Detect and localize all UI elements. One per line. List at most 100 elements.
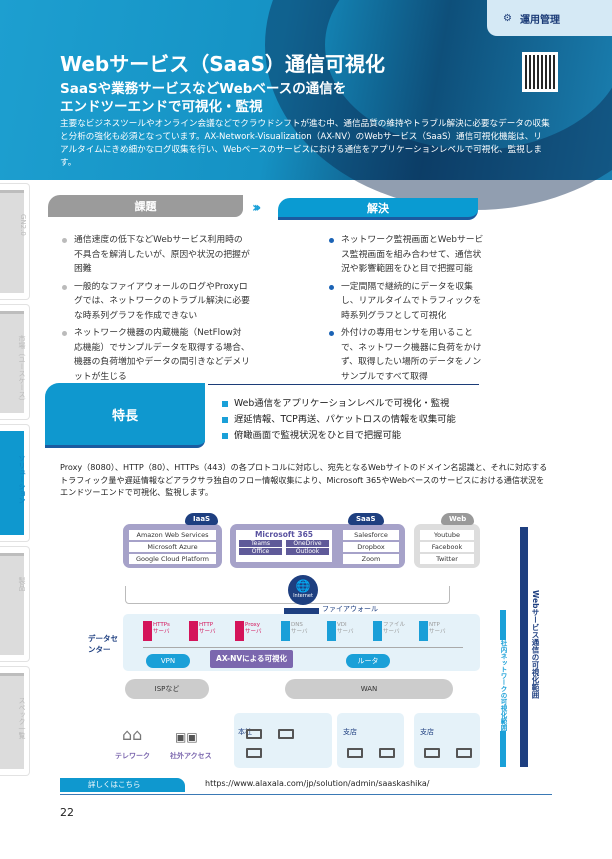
server-icon xyxy=(419,621,428,641)
side-tab-label: GN2.0 xyxy=(19,214,27,236)
side-tab-specs[interactable]: スペック一覧 xyxy=(0,666,30,776)
server-sub: サーバ xyxy=(153,629,170,635)
subtitle: SaaSや業務サービスなどWebベースの通信をエンドツーエンドで可視化・監視 xyxy=(60,80,346,116)
ms-app: Teams xyxy=(239,540,282,547)
home-icon: ⌂⌂ xyxy=(122,725,143,744)
server-sub: サーバ xyxy=(337,629,354,635)
qr-code[interactable] xyxy=(522,52,558,92)
internal-range-label: 社内ネットワークの可視化範囲 xyxy=(498,640,508,731)
internet-globe-icon: 🌐Internet xyxy=(288,575,318,605)
server-name: HTTPs xyxy=(153,622,170,628)
server-sub: サーバ xyxy=(199,629,216,635)
server-icon xyxy=(373,621,382,641)
datacenter-label: データセンター xyxy=(88,634,118,654)
side-tab-products[interactable]: 製品 xyxy=(0,546,30,662)
list-item: ネットワーク監視画面とWebサービス監視画面を組み合わせて、通信状況や影響範囲を… xyxy=(327,233,487,277)
server-name: ファイル xyxy=(383,622,406,628)
subtitle-line: SaaSや業務サービスなどWebベースの通信を xyxy=(60,81,347,97)
gears-icon: ⚙ xyxy=(503,12,512,24)
service-item: Twitter xyxy=(420,554,474,564)
list-item: 俯瞰画面で監視状況をひと目で把握可能 xyxy=(222,428,456,444)
microsoft-365-box: Microsoft 365 Teams OneDrive Office Outl… xyxy=(236,530,332,562)
side-tab-solution[interactable]: ソリューション xyxy=(0,424,30,542)
side-tab-label: スペック一覧 xyxy=(18,697,26,739)
footer-divider xyxy=(60,794,552,795)
server-icon xyxy=(189,621,198,641)
firewall-icon xyxy=(284,608,319,616)
office-branch: 支店 xyxy=(337,713,404,768)
side-tab-label: 市場（ユースケース） xyxy=(18,335,26,405)
office-branch: 支店 xyxy=(414,713,480,768)
server xyxy=(373,621,399,641)
branch-label: 支店 xyxy=(420,728,434,736)
server-icon xyxy=(235,621,244,641)
list-item: 通信速度の低下などWebサービス利用時の不具合を解消したいが、原因や状況の把握が… xyxy=(60,233,250,277)
router-pill: ルータ xyxy=(346,654,390,668)
server-icon xyxy=(143,621,152,641)
page-number: 22 xyxy=(60,806,74,819)
server-sub: サーバ xyxy=(245,629,262,635)
web-range-arrow xyxy=(520,527,528,767)
server-sub: サーバ xyxy=(429,629,446,635)
isp-cloud: ISPなど xyxy=(125,679,209,699)
server xyxy=(327,621,353,641)
web-cloud-label: Web xyxy=(441,513,475,525)
cloud-connector-line xyxy=(125,586,450,604)
ms-app: Outlook xyxy=(286,548,329,555)
list-item: ネットワーク機器の内蔵機能（NetFlow対応機能）でサンプルデータを取得する場… xyxy=(60,326,250,384)
service-item: Amazon Web Services xyxy=(129,530,216,540)
solutions-list: ネットワーク監視画面とWebサービス監視画面を組み合わせて、通信状況や影響範囲を… xyxy=(327,233,487,387)
divider xyxy=(208,384,479,385)
server xyxy=(189,621,215,641)
web-range-label: Webサービス通信の可視化範囲 xyxy=(530,590,541,699)
features-list: Web通信をアプリケーションレベルで可視化・監視 遅延情報、TCP再送、パケット… xyxy=(222,396,456,444)
telework-label: テレワーク xyxy=(115,752,150,760)
server-sub: サーバ xyxy=(383,629,400,635)
remote-access-label: 社外アクセス xyxy=(170,752,212,760)
list-item: 一般的なファイアウォールのログやProxyログでは、ネットワークのトラブル解決に… xyxy=(60,280,250,324)
chevron-right-icon: ››› xyxy=(252,200,262,216)
vpn-pill: VPN xyxy=(146,654,190,668)
web-group: Youtube Facebook Twitter xyxy=(414,524,480,568)
service-item: Facebook xyxy=(420,542,474,552)
server-sub: サーバ xyxy=(291,629,308,635)
hq-label: 本社 xyxy=(238,728,252,736)
service-item: Salesforce xyxy=(343,530,399,540)
server-name: Proxy xyxy=(245,622,261,628)
firewall-label: ファイアウォール xyxy=(322,605,378,613)
list-item: 外付けの専用センサを用いることで、ネットワーク機器に負荷をかけず、取得したい場所… xyxy=(327,326,487,384)
server-name: VDI xyxy=(337,622,347,628)
side-tab-label: ソリューション xyxy=(18,455,26,504)
laptop-icon: ▣▣ xyxy=(175,730,198,744)
url-link[interactable]: https://www.alaxala.com/jp/solution/admi… xyxy=(205,779,430,788)
server-name: NTP xyxy=(429,622,440,628)
more-info-link[interactable]: 詳しくはこちら xyxy=(60,778,185,792)
service-item: Zoom xyxy=(343,554,399,564)
category-label: 運用管理 xyxy=(519,14,560,26)
iaas-group: Amazon Web Services Microsoft Azure Goog… xyxy=(123,524,222,568)
network-bus xyxy=(143,647,463,648)
side-tab-market[interactable]: 市場（ユースケース） xyxy=(0,304,30,420)
side-tab-gn20[interactable]: GN2.0 xyxy=(0,183,30,300)
wan-cloud: WAN xyxy=(285,679,453,699)
office-hq: 本社 xyxy=(234,713,332,768)
service-item: Youtube xyxy=(420,530,474,540)
server xyxy=(143,621,169,641)
service-item: Dropbox xyxy=(343,542,399,552)
server xyxy=(235,621,261,641)
server-name: DNS xyxy=(291,622,303,628)
features-heading: 特長 xyxy=(45,383,205,448)
page-title: Webサービス（SaaS）通信可視化 xyxy=(60,52,386,76)
subtitle-line: エンドツーエンドで可視化・監視 xyxy=(60,99,263,115)
internet-label: Internet xyxy=(293,593,313,599)
category-tag: ⚙ 運用管理 xyxy=(487,0,612,36)
list-item: 一定間隔で継続的にデータを収集し、リアルタイムでトラフィックを時系列グラフとして… xyxy=(327,280,487,324)
server-icon xyxy=(327,621,336,641)
intro-text: 主要なビジネスツールやオンライン会議などでクラウドシフトが進む中、通信品質の維持… xyxy=(60,119,550,168)
server xyxy=(419,621,445,641)
side-tab-label: 製品 xyxy=(18,577,26,591)
saas-group: Microsoft 365 Teams OneDrive Office Outl… xyxy=(230,524,405,568)
service-item: Google Cloud Platform xyxy=(129,554,216,564)
ax-nv-label: AX-NVによる可視化 xyxy=(210,650,293,668)
